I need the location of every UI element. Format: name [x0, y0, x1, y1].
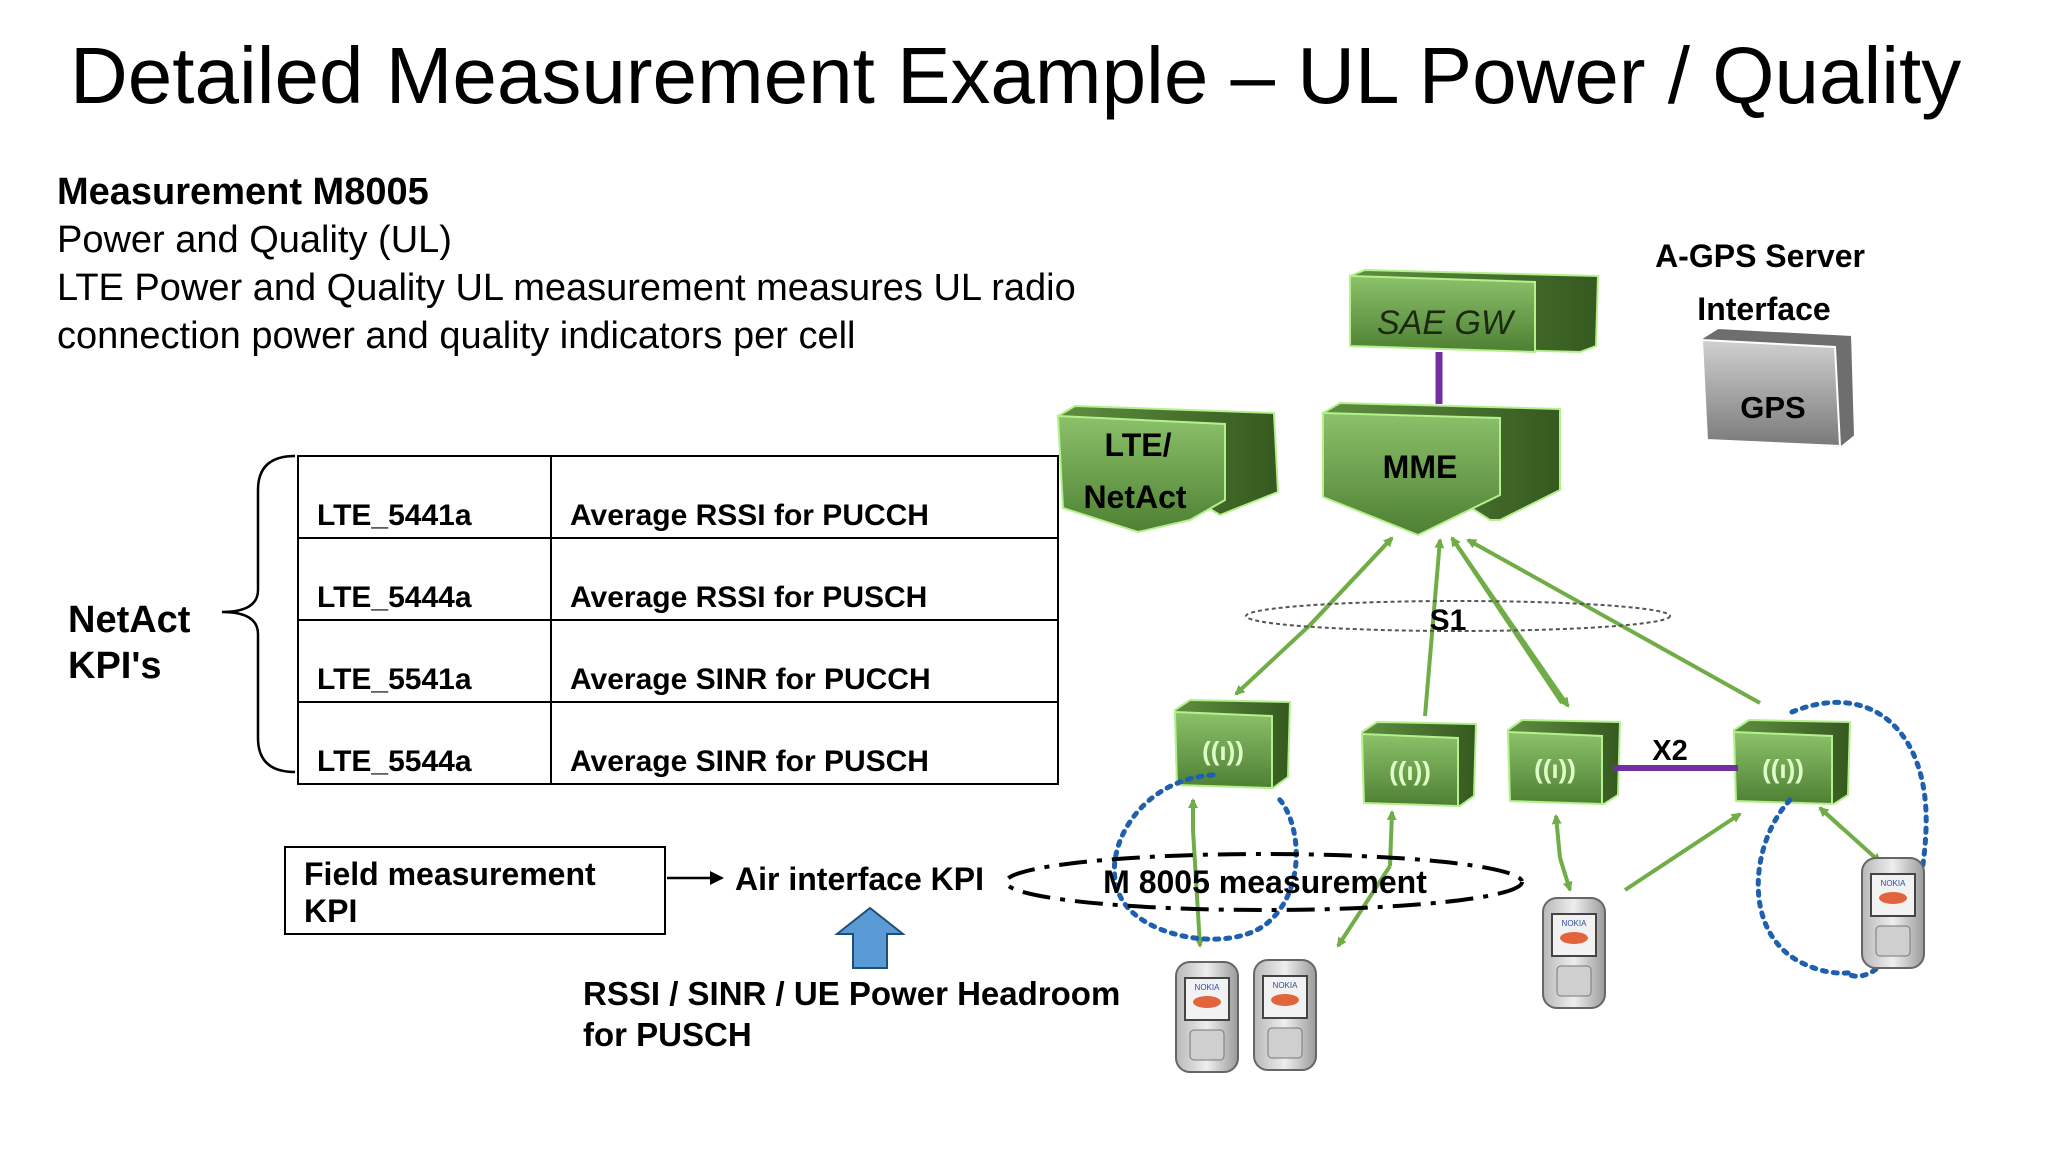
kpi-description: Average SINR for PUCCH [550, 619, 1059, 703]
kpi-description: Average RSSI for PUCCH [550, 455, 1059, 539]
kpi-description: Average SINR for PUSCH [550, 701, 1059, 785]
measurement-ellipse [1004, 852, 1524, 912]
phone-icon-2: NOKIA [1253, 959, 1317, 1071]
kpi-code: LTE_5544a [297, 701, 552, 785]
phone-icon-4: NOKIA [1861, 857, 1925, 969]
coverage-loop-left [1111, 772, 1299, 942]
field-measurement-line1: Field measurement [304, 856, 596, 892]
intro-block: Measurement M8005 Power and Quality (UL)… [57, 168, 1076, 360]
sae-gw-label: SAE GW [1377, 304, 1516, 342]
svg-text:NOKIA: NOKIA [1273, 981, 1299, 990]
measurement-heading: Measurement M8005 [57, 171, 429, 213]
phone-icon-1: NOKIA [1175, 961, 1239, 1073]
measurement-description-line2: connection power and quality indicators … [57, 315, 856, 357]
field-measurement-line2: KPI [304, 893, 358, 929]
mme-label: MME [1383, 449, 1458, 485]
table-row: LTE_5441a Average RSSI for PUCCH [297, 455, 1059, 539]
enodeb-icon-4: ((ı)) [1732, 718, 1852, 806]
netact-kpis-label: NetAct KPI's [68, 597, 190, 689]
air-interface-label: Air interface KPI [735, 861, 984, 897]
table-row: LTE_5444a Average RSSI for PUSCH [297, 537, 1059, 621]
netact-kpis-label-line2: KPI's [68, 645, 162, 687]
sae-gw-node: SAE GW [1349, 268, 1600, 354]
phone-icon-3: NOKIA [1542, 897, 1606, 1009]
agps-label-line1: A-GPS Server [1655, 238, 1865, 274]
table-row: LTE_5544a Average SINR for PUSCH [297, 701, 1059, 785]
kpi-code: LTE_5444a [297, 537, 552, 621]
gps-node: GPS [1700, 326, 1857, 450]
rssi-sinr-label: RSSI / SINR / UE Power Headroom for PUSC… [583, 973, 1120, 1055]
svg-text:NOKIA: NOKIA [1562, 919, 1588, 928]
measurement-subheading: Power and Quality (UL) [57, 219, 452, 261]
rssi-sinr-line2: for PUSCH [583, 1016, 752, 1053]
enodeb-icon-2: ((ı)) [1360, 720, 1478, 808]
measurement-description-line1: LTE Power and Quality UL measurement mea… [57, 267, 1076, 309]
blue-up-arrow [834, 906, 906, 969]
kpi-brace [221, 454, 296, 774]
kpi-code: LTE_5541a [297, 619, 552, 703]
svg-text:((ı)): ((ı)) [1762, 754, 1804, 784]
netact-node: LTE/ NetAct [1056, 404, 1280, 534]
enodeb-icon-1: ((ı)) [1173, 698, 1292, 790]
x2-label: X2 [1652, 735, 1687, 767]
field-measurement-box: Field measurement KPI [284, 846, 666, 935]
enodeb-icon-3: ((ı)) [1506, 718, 1622, 806]
kpi-table: LTE_5441a Average RSSI for PUCCH LTE_544… [297, 455, 1059, 785]
s1-ellipse [1245, 600, 1671, 632]
table-row: LTE_5541a Average SINR for PUCCH [297, 619, 1059, 703]
netact-label-line1: LTE/ [1105, 427, 1172, 463]
rssi-sinr-line1: RSSI / SINR / UE Power Headroom [583, 975, 1121, 1012]
page-title: Detailed Measurement Example – UL Power … [70, 31, 1962, 120]
kpi-code: LTE_5441a [297, 455, 552, 539]
svg-text:NOKIA: NOKIA [1881, 879, 1907, 888]
svg-text:((ı)): ((ı)) [1389, 756, 1431, 786]
s1-label: S1 [1430, 604, 1467, 637]
measurement-label: M 8005 measurement [1103, 864, 1427, 900]
svg-text:((ı)): ((ı)) [1534, 754, 1576, 784]
mme-node: MME [1321, 401, 1561, 537]
kpi-description: Average RSSI for PUSCH [550, 537, 1059, 621]
netact-label-line2: NetAct [1083, 479, 1186, 515]
netact-kpis-label-line1: NetAct [68, 599, 191, 641]
svg-text:NOKIA: NOKIA [1195, 983, 1221, 992]
gps-label: GPS [1740, 390, 1805, 425]
agps-label-line2: Interface [1697, 291, 1830, 327]
svg-text:((ı)): ((ı)) [1202, 736, 1244, 766]
